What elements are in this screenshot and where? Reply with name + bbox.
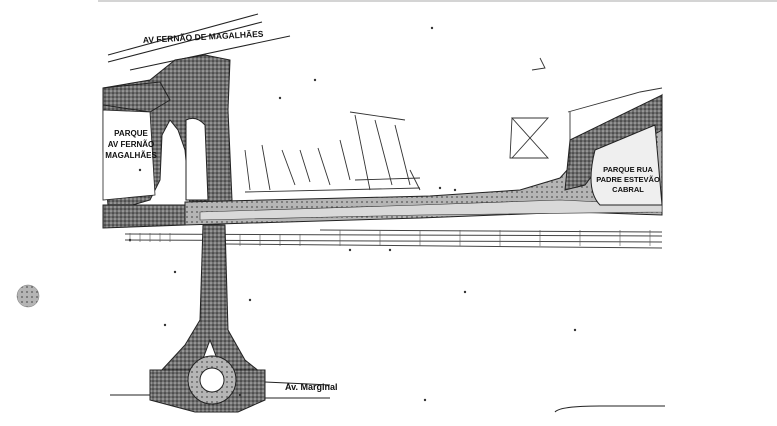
tree-marks [128, 26, 577, 402]
parcel-lines [244, 57, 663, 193]
vertical-road-south [158, 224, 262, 373]
label-parque-padre-3: CABRAL [612, 185, 644, 194]
left-junction-arm [102, 81, 171, 113]
av-marginal-road [110, 381, 665, 413]
roundabout-center [199, 367, 225, 393]
label-parque-padre-2: PADRE ESTEVÃO [596, 175, 660, 184]
parque-padre-area [590, 124, 663, 206]
parque-fernao-island [185, 117, 209, 201]
label-parque-fernao-3: MAGALHÃES [105, 151, 157, 160]
road-inner-lane [199, 199, 663, 221]
label-av-marginal: Av. Marginal [285, 382, 338, 392]
parque-fernao-block [102, 109, 156, 201]
label-parque-padre-1: PARQUE RUA [603, 165, 653, 174]
label-parque-fernao-2: AV FERNÃO [108, 140, 155, 149]
label-parque-fernao-1: PARQUE [114, 129, 148, 138]
av-fernao-road [107, 13, 291, 71]
label-av-fernao-magalhaes: AV FERNÃO DE MAGALHÃES [143, 29, 264, 45]
main-horizontal-road [102, 204, 186, 229]
dotted-marker [16, 284, 40, 308]
